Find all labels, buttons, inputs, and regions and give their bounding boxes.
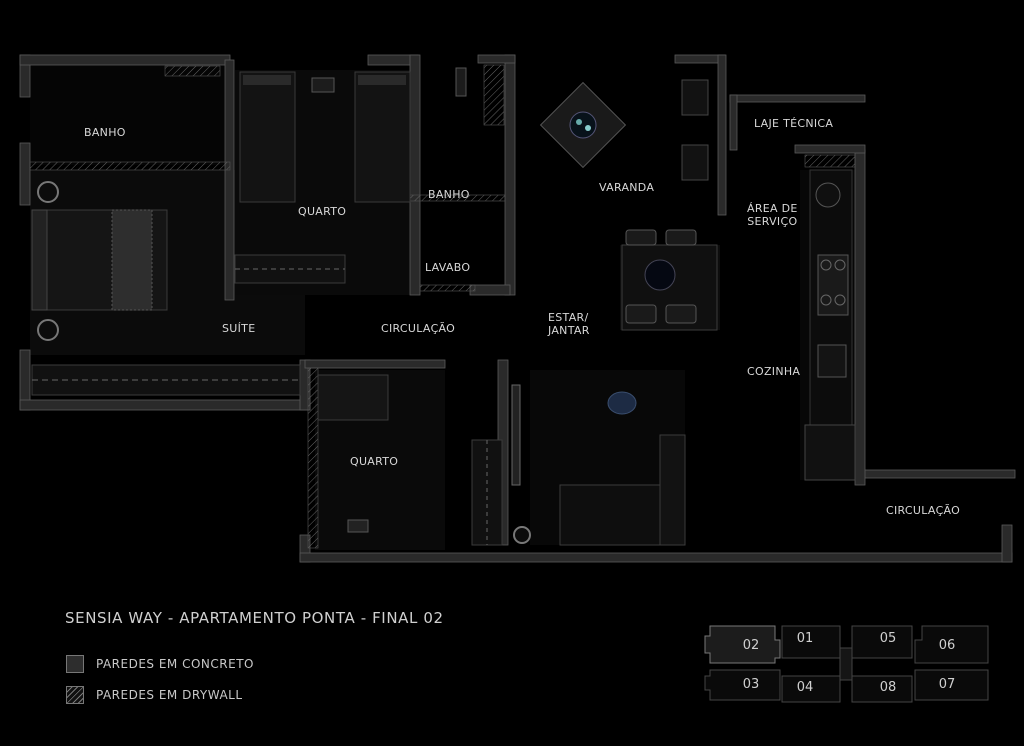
key-unit-08-shape	[851, 675, 913, 703]
room-label-area-servico-line1: ÁREA DE	[747, 202, 798, 215]
key-unit-08-label: 08	[879, 680, 897, 695]
room-label-estar-line2: JANTAR	[548, 324, 590, 337]
legend-concrete-label: PAREDES EM CONCRETO	[96, 657, 254, 671]
key-unit-05-shape	[851, 625, 913, 659]
concrete-walls	[19, 54, 1016, 563]
key-unit-04-label: 04	[796, 680, 814, 695]
room-label-estar-line1: ESTAR/	[548, 311, 589, 324]
key-unit-01-label: 01	[796, 631, 814, 646]
key-unit-02-shape	[704, 625, 781, 664]
key-unit-03-label: 03	[742, 677, 760, 692]
bathroom-fixtures	[455, 67, 709, 181]
room-label-varanda: VARANDA	[599, 181, 655, 194]
room-label-area-servico-line2: SERVIÇO	[747, 215, 798, 228]
kitchen-counter	[804, 169, 856, 481]
key-unit-06-shape	[914, 625, 989, 664]
living-room-furniture	[511, 384, 686, 546]
quarto-2-furniture	[317, 374, 531, 546]
drywall-swatch	[66, 686, 84, 704]
plan-title: SENSIA WAY - APARTAMENTO PONTA - FINAL 0…	[65, 609, 444, 627]
concrete-swatch	[66, 655, 84, 673]
room-label-area-servico: ÁREA DE SERVIÇO	[747, 202, 798, 228]
room-label-cozinha: COZINHA	[747, 365, 801, 378]
room-label-estar-jantar: ESTAR/ JANTAR	[548, 311, 590, 337]
room-label-quarto-1: QUARTO	[298, 205, 347, 218]
quarto-beds	[234, 71, 411, 284]
room-label-circulacao-externa: CIRCULAÇÃO	[886, 504, 961, 517]
room-label-banho-suite: BANHO	[84, 126, 126, 139]
suite-wardrobe	[31, 364, 301, 396]
key-unit-02-label: 02	[742, 638, 760, 653]
floor-plan-drawing	[19, 54, 1016, 563]
dining-table	[621, 229, 718, 331]
suite-bed	[31, 181, 168, 341]
key-unit-07-label: 07	[938, 677, 956, 692]
key-unit-04-shape	[781, 675, 841, 703]
room-label-circulacao-interna: CIRCULAÇÃO	[381, 322, 456, 335]
key-core-shape	[839, 647, 853, 681]
drywall-walls	[29, 64, 856, 549]
legend-drywall-label: PAREDES EM DRYWALL	[96, 688, 243, 702]
room-label-lavabo: LAVABO	[425, 261, 471, 274]
key-unit-03-shape	[704, 669, 781, 701]
key-unit-07-shape	[914, 669, 989, 701]
room-label-suite: SUÍTE	[222, 322, 256, 335]
room-label-laje-tecnica: LAJE TÉCNICA	[754, 117, 834, 130]
legend-concrete: PAREDES EM CONCRETO	[66, 654, 254, 674]
room-label-banho: BANHO	[428, 188, 470, 201]
room-label-quarto-2: QUARTO	[350, 455, 399, 468]
legend-drywall: PAREDES EM DRYWALL	[66, 685, 243, 705]
key-plan	[704, 625, 989, 703]
key-unit-05-label: 05	[879, 631, 897, 646]
varanda-table	[539, 81, 627, 169]
key-unit-06-label: 06	[938, 638, 956, 653]
